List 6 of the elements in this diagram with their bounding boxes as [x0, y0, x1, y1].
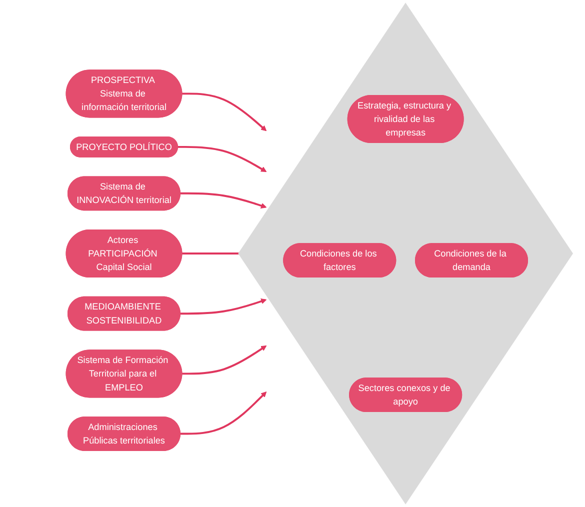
- arrow: [180, 192, 267, 208]
- arrow: [180, 392, 267, 435]
- arrow: [178, 146, 267, 172]
- arrow: [182, 345, 267, 375]
- arrow: [180, 298, 267, 315]
- arrow: [182, 92, 267, 132]
